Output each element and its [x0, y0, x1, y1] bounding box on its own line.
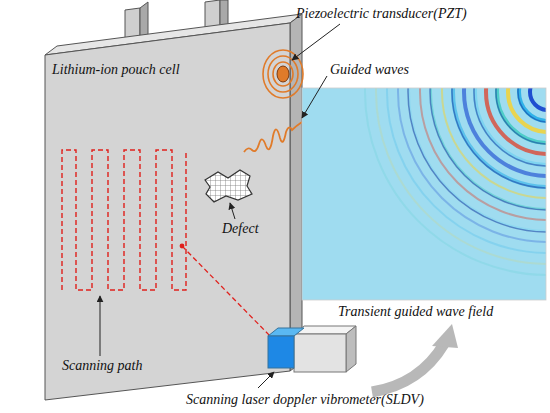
path-label: Scanning path	[62, 358, 143, 373]
wave-label: Guided waves	[330, 62, 409, 77]
pouch-cell	[45, 0, 302, 400]
leader-line	[292, 24, 340, 60]
wave-field-border	[302, 88, 546, 300]
scanning-path	[62, 150, 186, 290]
leader-line	[100, 296, 101, 356]
wave-field-image	[302, 88, 546, 300]
defect-label: Defect	[222, 221, 259, 236]
defect-shape	[205, 170, 252, 202]
caption-label: Transient guided wave field	[338, 304, 493, 319]
cell-front-face	[45, 23, 290, 400]
process-arrow	[372, 344, 444, 392]
laser-beam	[182, 246, 272, 338]
leader-line	[302, 76, 327, 118]
pzt-transducer	[263, 50, 303, 98]
process-arrow-head	[432, 324, 458, 348]
leader-line	[230, 203, 235, 219]
device-label: Scanning laser doppler vibrometer(SLDV)	[186, 392, 424, 407]
sldv-device	[268, 326, 356, 372]
component-label: Piezoelectric transducer(PZT)	[296, 6, 467, 21]
cell-label: Lithium-ion pouch cell	[52, 62, 180, 77]
guided-wave-packet	[244, 122, 302, 152]
leader-line	[258, 372, 274, 388]
